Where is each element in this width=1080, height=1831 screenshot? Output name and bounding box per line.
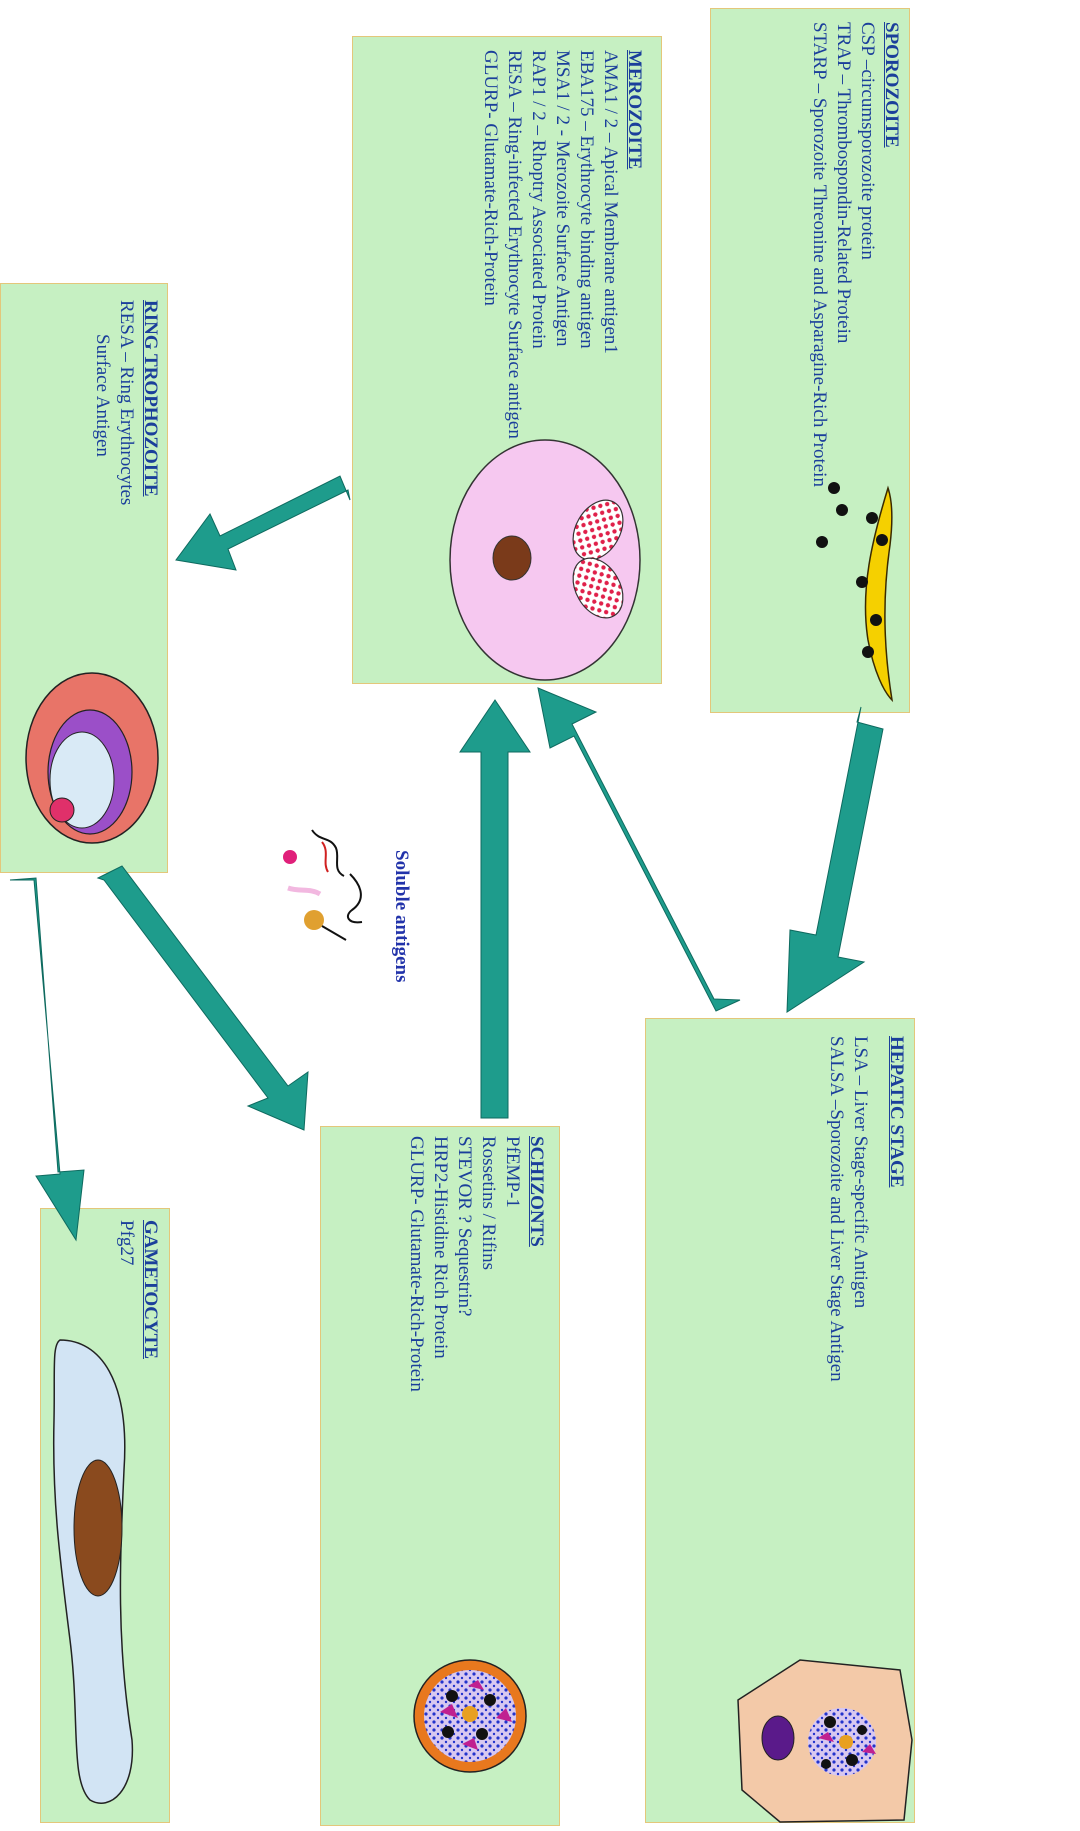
sporozoite-cell-illustration <box>816 482 892 700</box>
arrow-schizonts-to-merozoite <box>460 700 530 1118</box>
arrow-ring-to-schizonts <box>98 866 308 1130</box>
arrow-merozoite-to-ring <box>176 476 350 570</box>
soluble-antigens-illustration <box>283 830 362 940</box>
arrow-sporozoite-to-hepatic <box>787 707 883 1012</box>
ring-trophozoite-illustration <box>26 673 158 843</box>
gametocyte-cell-illustration <box>54 1340 133 1803</box>
arrow-ring-to-gametocyte <box>10 878 84 1240</box>
merozoite-cell-illustration <box>450 440 640 680</box>
arrow-hepatic-to-merozoite-right <box>538 688 740 1011</box>
hepatic-cell-illustration <box>738 1660 912 1822</box>
schizont-cell-illustration <box>414 1660 526 1772</box>
